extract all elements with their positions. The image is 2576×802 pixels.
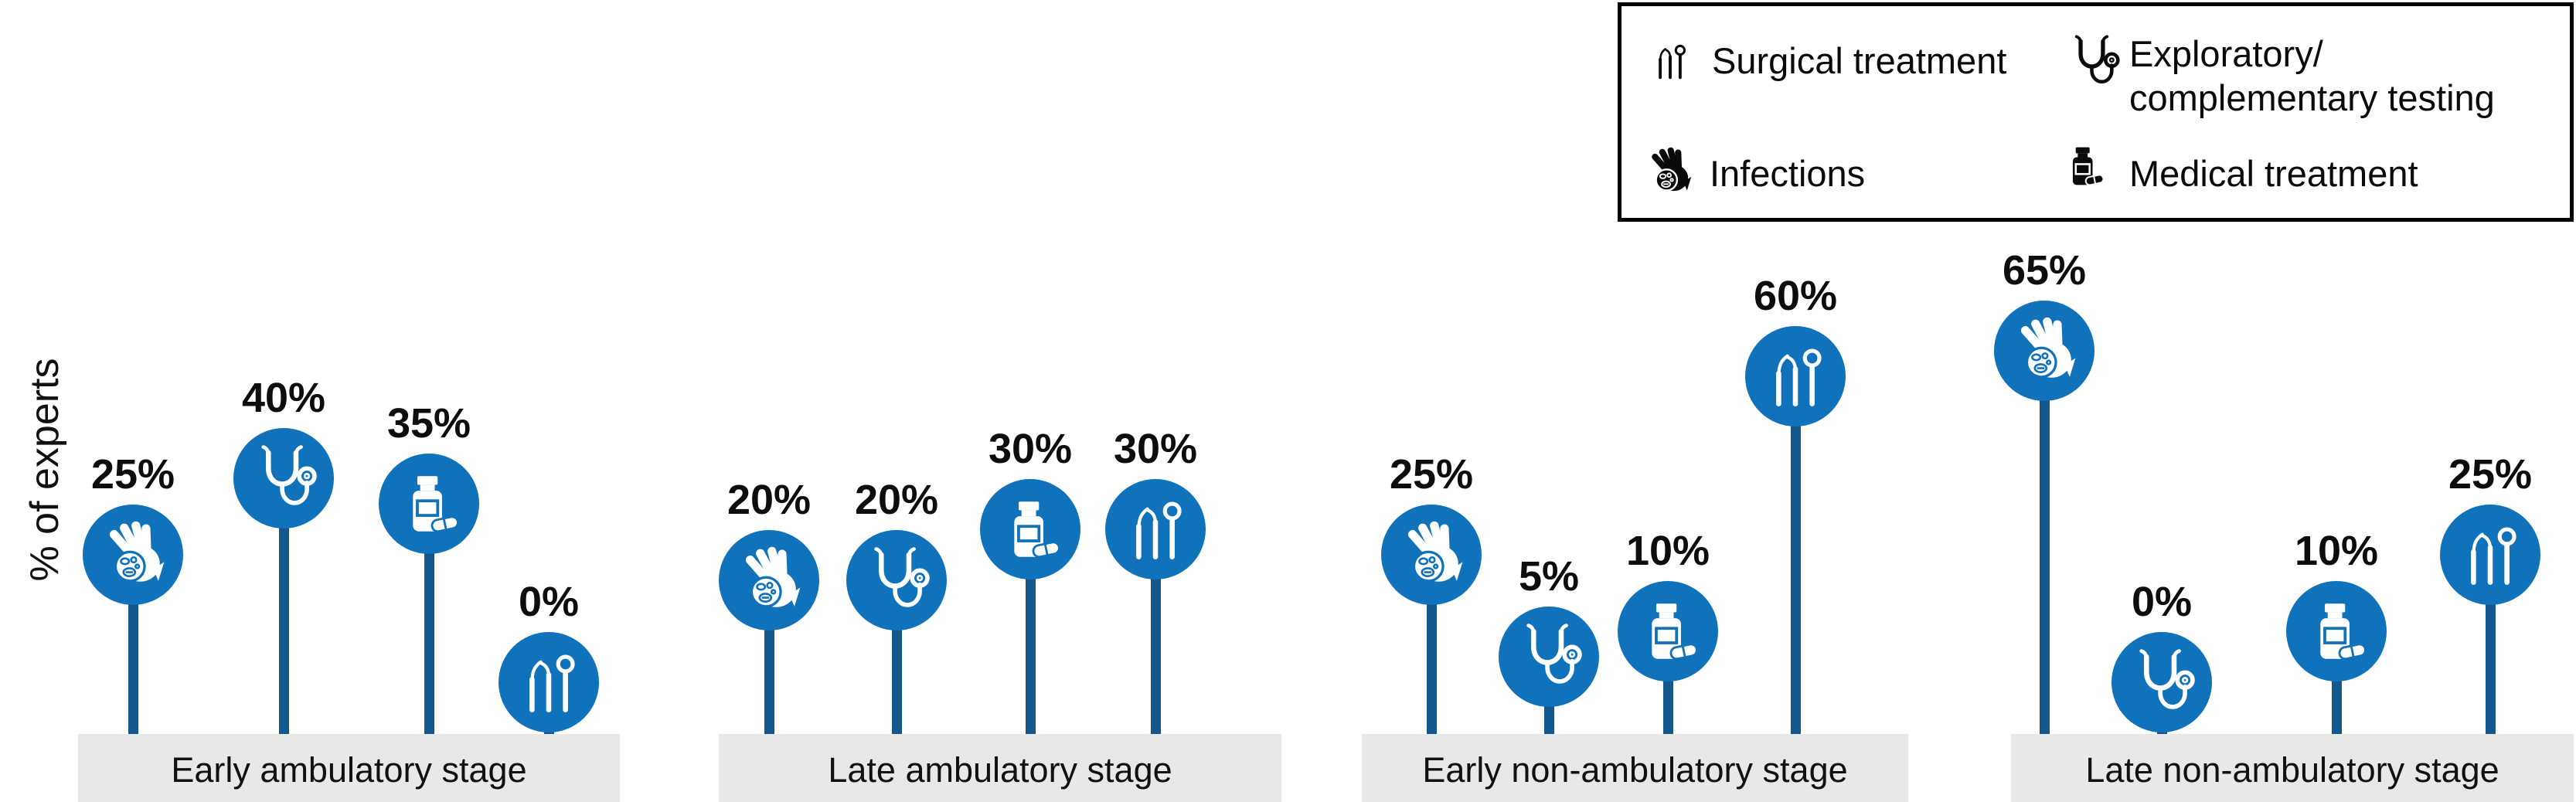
value-label: 30% xyxy=(988,426,1073,472)
stethoscope-icon xyxy=(261,445,317,505)
lollipop-marker xyxy=(2440,505,2540,605)
lollipop-marker xyxy=(1105,479,1206,579)
value-label: 65% xyxy=(2002,247,2087,294)
stage-bar: Early ambulatory stage xyxy=(78,734,620,802)
y-axis-label: % of experts xyxy=(22,358,67,582)
value-label: 10% xyxy=(1625,528,1710,574)
value-label: 25% xyxy=(1389,451,1474,498)
pills-icon xyxy=(2320,603,2367,661)
lollipop-stem xyxy=(278,478,289,734)
surgical-icon xyxy=(1776,348,1822,407)
stage-bar: Early non-ambulatory stage xyxy=(1362,734,1908,802)
surgical-icon xyxy=(1649,32,1692,90)
lollipop-stem xyxy=(1025,529,1036,734)
pills-icon xyxy=(1014,501,1060,559)
legend-box: Surgical treatment Exploratory/ complemen… xyxy=(1618,2,2574,222)
lollipop-stem xyxy=(1790,376,1801,734)
surgical-icon xyxy=(529,654,575,713)
lollipop-stem xyxy=(424,504,434,734)
value-label: 40% xyxy=(241,375,326,421)
infections-icon xyxy=(1642,141,1695,202)
lollipop-marker xyxy=(499,632,599,732)
lollipop-stem xyxy=(1150,529,1161,734)
stethoscope-icon xyxy=(874,547,930,607)
lollipop-marker xyxy=(1618,581,1718,681)
value-label: 20% xyxy=(854,477,939,523)
stage-label: Late ambulatory stage xyxy=(828,750,1172,790)
value-label: 35% xyxy=(386,400,471,447)
stethoscope-icon xyxy=(1526,624,1582,684)
lollipop-marker xyxy=(2286,581,2387,681)
value-label: 20% xyxy=(727,477,812,523)
pills-icon xyxy=(1652,603,1698,661)
infections-icon xyxy=(2020,317,2076,379)
lollipop-marker xyxy=(980,479,1080,579)
value-label: 30% xyxy=(1113,426,1198,472)
lollipop-marker xyxy=(2112,632,2212,732)
stage-label: Late non-ambulatory stage xyxy=(2085,750,2499,790)
lollipop-marker xyxy=(233,428,334,528)
lollipop-marker xyxy=(846,530,947,630)
pills-icon xyxy=(413,476,459,533)
value-label: 5% xyxy=(1518,553,1580,600)
lollipop-marker xyxy=(1745,326,1846,426)
stethoscope-icon xyxy=(2064,23,2122,100)
stage-label: Early ambulatory stage xyxy=(171,750,527,790)
lollipop-marker xyxy=(719,530,819,630)
value-label: 25% xyxy=(90,451,175,498)
legend-label: Infections xyxy=(1710,153,1866,194)
stage-label: Early non-ambulatory stage xyxy=(1422,750,1848,790)
pills-icon xyxy=(2059,131,2108,201)
value-label: 25% xyxy=(2448,451,2533,498)
value-label: 60% xyxy=(1753,273,1838,319)
infections-icon xyxy=(109,521,165,583)
lollipop-marker xyxy=(1499,607,1599,707)
infections-icon xyxy=(745,546,801,608)
surgical-icon xyxy=(1136,501,1182,560)
lollipop-marker xyxy=(83,505,183,605)
stage-bar: Late non-ambulatory stage xyxy=(2011,734,2574,802)
lollipop-marker xyxy=(1994,301,2094,401)
value-label: 0% xyxy=(518,579,580,625)
infections-icon xyxy=(1407,521,1463,583)
surgical-icon xyxy=(2471,527,2516,586)
lollipop-marker xyxy=(1381,505,1482,605)
legend-label: Medical treatment xyxy=(2129,153,2418,194)
legend-label: Exploratory/ complementary testing xyxy=(2129,33,2495,118)
lollipop-marker xyxy=(379,454,479,554)
stethoscope-icon xyxy=(2139,649,2195,709)
legend-label: Surgical treatment xyxy=(1712,40,2007,81)
value-label: 10% xyxy=(2294,528,2379,574)
value-label: 0% xyxy=(2131,579,2193,625)
stage-bar: Late ambulatory stage xyxy=(719,734,1281,802)
lollipop-stem xyxy=(2039,351,2050,734)
